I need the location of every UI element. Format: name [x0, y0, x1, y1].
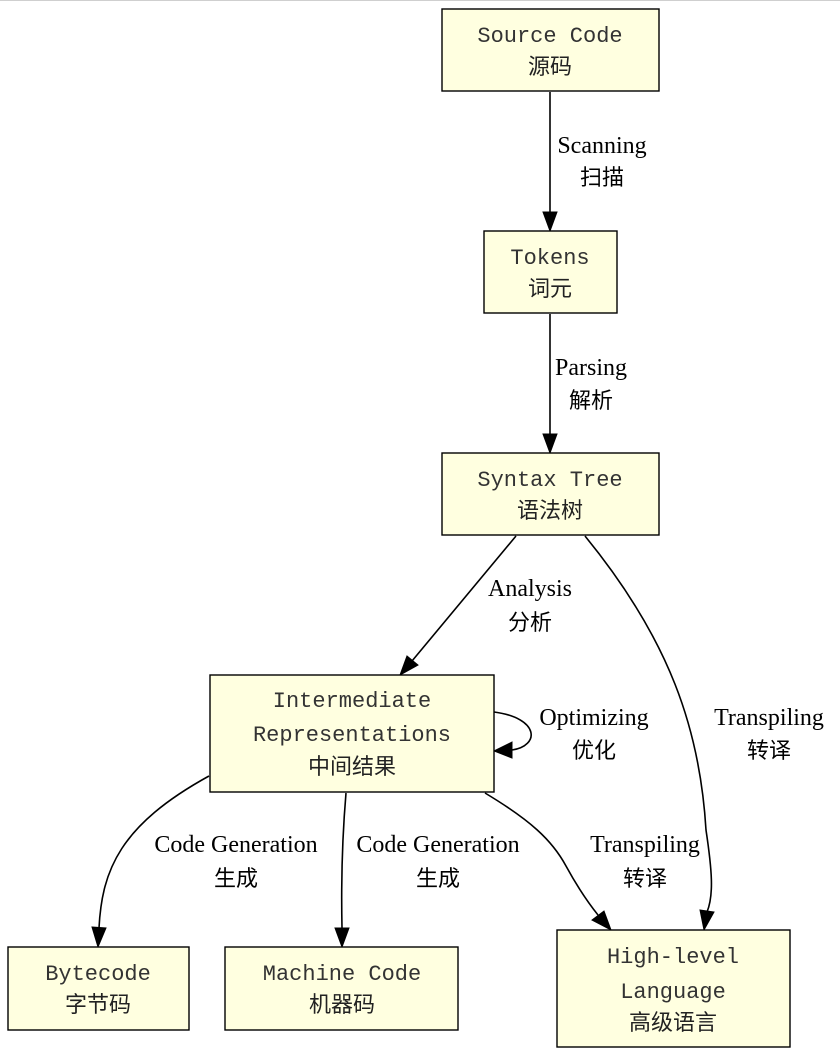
edge-label-transpiling-ir: Transpiling: [590, 832, 700, 858]
edge-optimizing: Optimizing 优化: [492, 705, 649, 764]
node-bytecode: Bytecode 字节码: [7, 946, 190, 1031]
edge-label-codegen-machine: Code Generation: [356, 832, 519, 858]
node-intermediate-label-line2: Representations: [253, 723, 451, 748]
node-source-code-label: Source Code: [477, 24, 622, 49]
node-high-level-label-line1: High-level: [607, 945, 739, 970]
node-tokens-label-cn: 词元: [528, 277, 572, 302]
node-intermediate-label-line1: Intermediate: [273, 689, 431, 714]
edge-scanning: Scanning 扫描: [542, 92, 647, 233]
edge-label-codegen-machine-cn: 生成: [416, 867, 460, 892]
node-source-code: Source Code 源码: [441, 8, 660, 92]
edge-label-codegen-bytecode: Code Generation: [154, 832, 317, 858]
edge-label-optimizing: Optimizing: [539, 705, 648, 731]
edge-optimizing-loop: [493, 711, 532, 751]
edge-label-analysis-cn: 分析: [508, 611, 552, 636]
node-tokens-box: [483, 230, 618, 314]
edge-codegen-bytecode-arrowhead: [91, 926, 107, 949]
top-border: [0, 0, 840, 1]
edge-transpiling-ir-line: [484, 792, 599, 916]
node-machine-code-box: [224, 946, 459, 1031]
node-bytecode-box: [7, 946, 190, 1031]
edge-codegen-machine: Code Generation 生成: [334, 792, 520, 949]
node-machine-code-label-cn: 机器码: [309, 993, 375, 1018]
node-syntax-tree-label: Syntax Tree: [477, 468, 622, 493]
edge-analysis-line: [411, 535, 517, 662]
edge-transpiling-tree-arrowhead: [699, 909, 715, 932]
edge-label-scanning: Scanning: [557, 133, 646, 159]
edge-label-optimizing-cn: 优化: [572, 739, 616, 764]
node-tokens: Tokens 词元: [483, 230, 618, 314]
node-high-level-language-box: [556, 929, 791, 1048]
node-machine-code-label: Machine Code: [263, 962, 421, 987]
node-high-level-label-line2: Language: [620, 980, 726, 1005]
edge-analysis: Analysis 分析: [399, 535, 572, 677]
node-intermediate-label-cn: 中间结果: [308, 755, 396, 780]
edge-analysis-arrowhead: [399, 655, 419, 677]
edge-label-codegen-bytecode-cn: 生成: [214, 867, 258, 892]
node-syntax-tree: Syntax Tree 语法树: [441, 452, 660, 536]
edge-codegen-machine-arrowhead: [334, 927, 350, 949]
edge-transpiling-tree: Transpiling 转译: [584, 535, 824, 932]
node-syntax-tree-label-cn: 语法树: [517, 499, 583, 524]
edge-parsing-arrowhead: [542, 433, 558, 455]
node-machine-code: Machine Code 机器码: [224, 946, 459, 1031]
edge-codegen-bytecode-line: [98, 775, 210, 929]
node-intermediate-representations: Intermediate Representations 中间结果: [209, 674, 495, 793]
node-bytecode-label-cn: 字节码: [65, 993, 131, 1018]
node-syntax-tree-box: [441, 452, 660, 536]
edge-label-parsing-cn: 解析: [569, 389, 613, 414]
edge-transpiling-tree-line: [584, 535, 713, 913]
node-high-level-language: High-level Language 高级语言: [556, 929, 791, 1048]
edge-label-transpiling-tree: Transpiling: [714, 705, 824, 731]
edge-codegen-machine-line: [340, 792, 347, 929]
node-source-code-label-cn: 源码: [528, 55, 572, 80]
edge-label-transpiling-ir-cn: 转译: [623, 867, 667, 892]
edge-label-parsing: Parsing: [555, 355, 627, 381]
edge-label-transpiling-tree-cn: 转译: [747, 739, 791, 764]
edge-transpiling-ir: Transpiling 转译: [484, 792, 700, 932]
node-intermediate-representations-box: [209, 674, 495, 793]
node-bytecode-label: Bytecode: [45, 962, 151, 987]
edge-label-analysis: Analysis: [488, 576, 572, 602]
edge-label-scanning-cn: 扫描: [580, 166, 624, 191]
edge-optimizing-arrowhead: [492, 741, 513, 759]
node-source-code-box: [441, 8, 660, 92]
node-high-level-label-cn: 高级语言: [629, 1011, 717, 1036]
edge-codegen-bytecode: Code Generation 生成: [91, 775, 318, 949]
edge-scanning-arrowhead: [542, 211, 558, 233]
node-tokens-label: Tokens: [510, 246, 589, 271]
edge-parsing: Parsing 解析: [542, 314, 627, 455]
edge-transpiling-ir-arrowhead: [591, 910, 612, 932]
